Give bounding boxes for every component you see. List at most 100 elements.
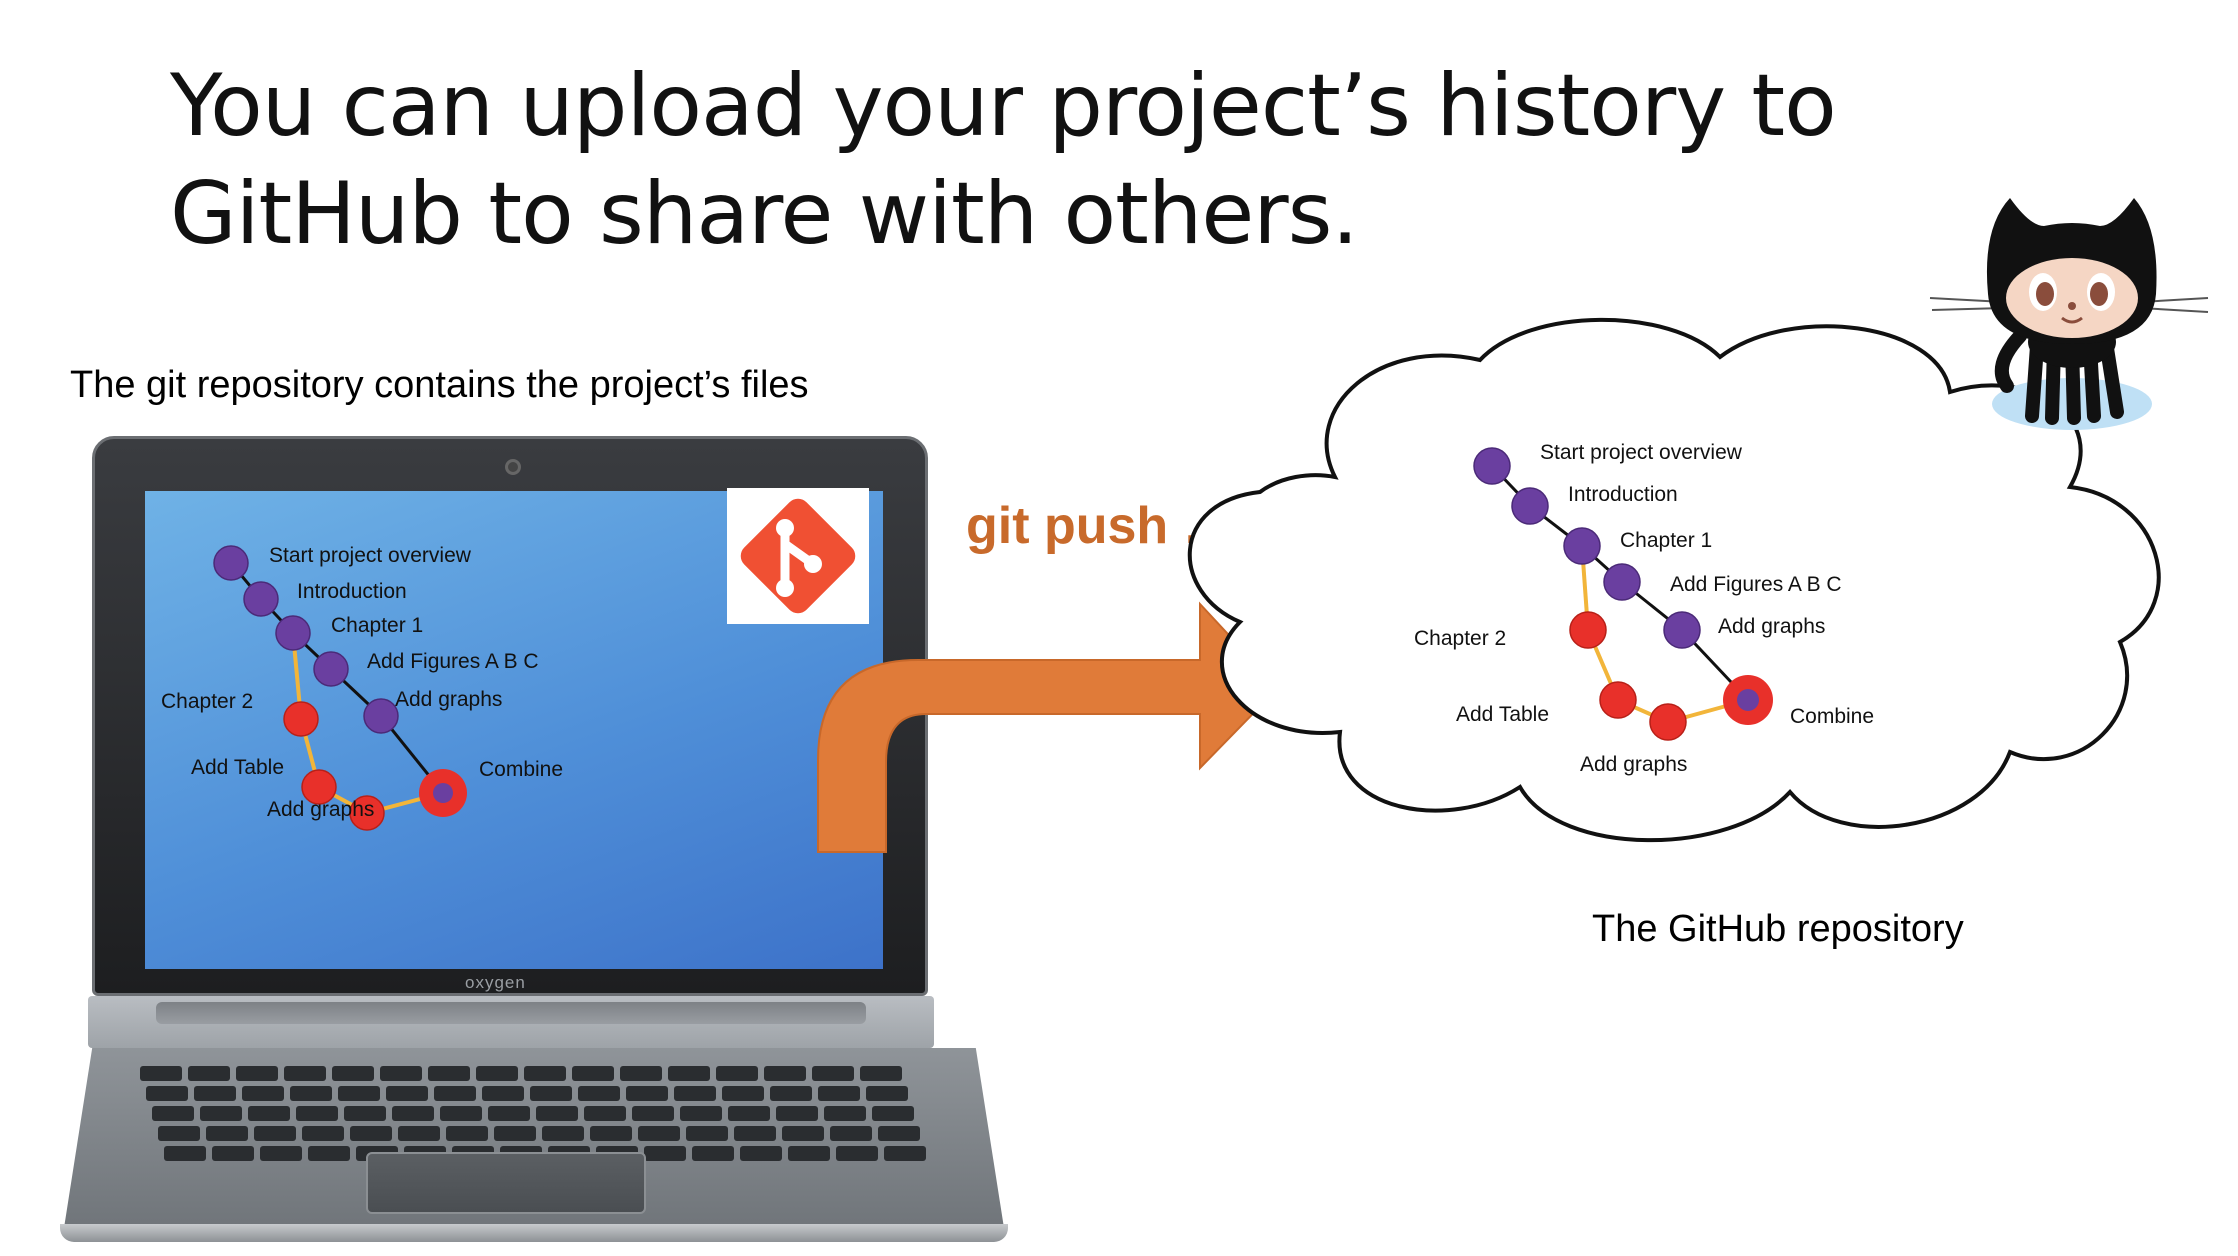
local-commit-label: Combine [479, 758, 563, 781]
keyboard-key [728, 1106, 770, 1121]
remote-commit-label: Chapter 1 [1620, 529, 1712, 552]
keyboard-key [860, 1066, 902, 1081]
keyboard-key [836, 1146, 878, 1161]
keyboard-key [434, 1086, 476, 1101]
keyboard-key [638, 1126, 680, 1141]
remote-repo-caption: The GitHub repository [1592, 908, 1964, 950]
keyboard-key [776, 1106, 818, 1121]
keyboard-key [686, 1126, 728, 1141]
keyboard-key [284, 1066, 326, 1081]
keyboard-key [872, 1106, 914, 1121]
keyboard-key [386, 1086, 428, 1101]
keyboard-key [302, 1126, 344, 1141]
remote-commit-node [1511, 487, 1549, 525]
local-repo-caption: The git repository contains the project’… [70, 364, 809, 406]
keyboard-key [188, 1066, 230, 1081]
local-commit-label: Add graphs [395, 688, 502, 711]
keyboard-key [782, 1126, 824, 1141]
laptop-hinge [156, 1002, 866, 1024]
remote-commit-label: Add Table [1456, 703, 1549, 726]
keyboard-key [692, 1146, 734, 1161]
push-arrow-shape [817, 601, 1280, 853]
remote-commit-node [1737, 689, 1759, 711]
slide-title-line-2: GitHub to share with others. [170, 164, 1359, 264]
keyboard-key [884, 1146, 926, 1161]
push-arrow-icon [817, 601, 1280, 853]
remote-commit-label: Combine [1790, 705, 1874, 728]
remote-commit-node [1603, 563, 1641, 601]
keyboard-key [260, 1146, 302, 1161]
keyboard-key [398, 1126, 440, 1141]
keyboard-key [770, 1086, 812, 1101]
cloud-shape: Start project overviewIntroductionChapte… [1187, 317, 2161, 843]
keyboard-key [254, 1126, 296, 1141]
keyboard-key [164, 1146, 206, 1161]
keyboard-key [680, 1106, 722, 1121]
laptop-touchpad [366, 1152, 646, 1214]
remote-commit-node [1599, 681, 1637, 719]
remote-commit-node [1563, 527, 1601, 565]
keyboard-key [584, 1106, 626, 1121]
keyboard-key [788, 1146, 830, 1161]
local-commit-node [213, 545, 249, 581]
keyboard-key [332, 1066, 374, 1081]
keyboard-key [212, 1146, 254, 1161]
laptop-brand-label: oxygen [465, 973, 526, 992]
keyboard-key [290, 1086, 332, 1101]
keyboard-key [722, 1086, 764, 1101]
keyboard-key [308, 1146, 350, 1161]
keyboard-key [296, 1106, 338, 1121]
keyboard-key [350, 1126, 392, 1141]
keyboard-key [476, 1066, 518, 1081]
remote-commit-graph: Start project overviewIntroductionChapte… [1414, 441, 1874, 776]
remote-commit-label: Introduction [1568, 483, 1678, 506]
keyboard-key [206, 1126, 248, 1141]
cloud-outline [1187, 317, 2161, 843]
keyboard-key [482, 1086, 524, 1101]
keyboard-key [830, 1126, 872, 1141]
laptop-base-lip [60, 1224, 1008, 1242]
local-commit-label: Start project overview [269, 544, 472, 567]
local-commit-label: Add Figures A B C [367, 650, 539, 673]
local-commit-graph: Start project overviewIntroductionChapte… [161, 544, 563, 831]
keyboard-key [764, 1066, 806, 1081]
slide-title-line-1: You can upload your project’s history to [170, 56, 1837, 156]
keyboard-key [716, 1066, 758, 1081]
keyboard-key [668, 1066, 710, 1081]
keyboard-key [140, 1066, 182, 1081]
keyboard-key [578, 1086, 620, 1101]
local-commit-label: Chapter 2 [161, 690, 253, 713]
git-logo-icon [727, 488, 869, 624]
keyboard-key [812, 1066, 854, 1081]
remote-commit-node [1473, 447, 1511, 485]
remote-commit-label: Add graphs [1580, 753, 1687, 776]
keyboard-key [818, 1086, 860, 1101]
remote-commit-label: Add graphs [1718, 615, 1825, 638]
keyboard-key [740, 1146, 782, 1161]
keyboard-key [380, 1066, 422, 1081]
keyboard-key [824, 1106, 866, 1121]
keyboard-key [530, 1086, 572, 1101]
local-commit-node [363, 698, 399, 734]
keyboard-key [194, 1086, 236, 1101]
keyboard-key [236, 1066, 278, 1081]
keyboard-key [620, 1066, 662, 1081]
local-commit-label: Introduction [297, 580, 407, 603]
local-commit-label: Add Table [191, 756, 284, 779]
remote-commit-label: Start project overview [1540, 441, 1743, 464]
keyboard-key [338, 1086, 380, 1101]
keyboard-key [524, 1066, 566, 1081]
keyboard-key [152, 1106, 194, 1121]
keyboard-key [446, 1126, 488, 1141]
keyboard-key [200, 1106, 242, 1121]
keyboard-key [392, 1106, 434, 1121]
keyboard-key [536, 1106, 578, 1121]
keyboard-key [440, 1106, 482, 1121]
slide-title: You can upload your project’s history to… [170, 52, 1870, 268]
keyboard-key [146, 1086, 188, 1101]
keyboard-key [248, 1106, 290, 1121]
local-commit-node [243, 581, 279, 617]
keyboard-key [734, 1126, 776, 1141]
octocat-icon [1929, 198, 2209, 430]
keyboard-key [488, 1106, 530, 1121]
